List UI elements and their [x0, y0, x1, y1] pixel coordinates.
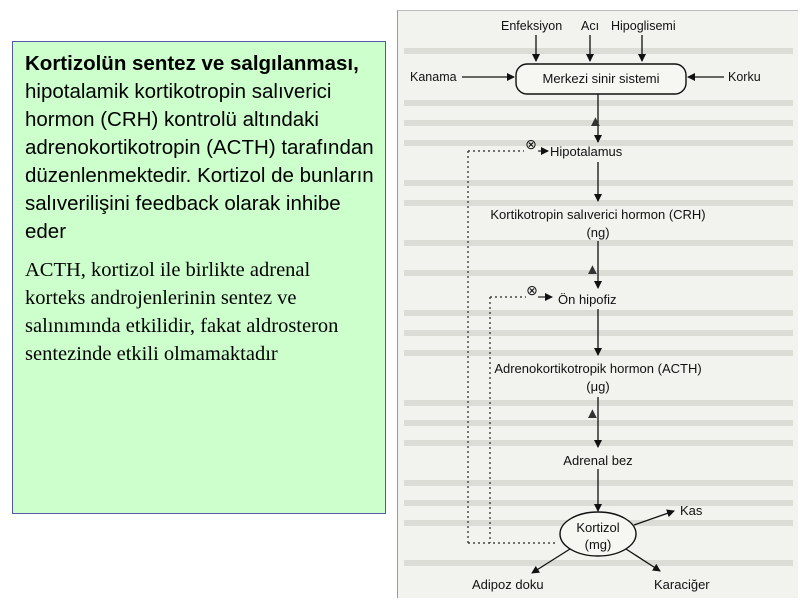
target-arrows	[531, 509, 675, 574]
target-adipose: Adipoz doku	[472, 577, 544, 592]
pituitary-label: Ön hipofiz	[558, 292, 617, 307]
paragraph-regulation: Kortizolün sentez ve salgılanması, hipot…	[25, 50, 375, 246]
hpa-axis-diagram-svg: Enfeksiyon Acı Hipoglisemi Kanama Korku …	[404, 19, 793, 592]
stimulate-triangle-1: ▲	[588, 113, 603, 130]
adrenal-label: Adrenal bez	[563, 453, 632, 468]
cortisol-ellipse	[559, 511, 637, 557]
cns-box	[515, 63, 687, 95]
acth-label: Adrenokortikotropik hormon (ACTH)	[494, 361, 701, 376]
stimulate-triangle-3: ▲	[585, 405, 600, 422]
explanation-text-box: Kortizolün sentez ve salgılanması, hipot…	[12, 41, 386, 514]
target-liver: Karaciğer	[654, 577, 710, 592]
cortisol-unit: (mg)	[585, 537, 612, 552]
input-infection: Enfeksiyon	[501, 19, 562, 33]
hpa-axis-diagram: Enfeksiyon Acı Hipoglisemi Kanama Korku …	[397, 10, 798, 598]
target-muscle: Kas	[680, 503, 703, 518]
input-hypoglycemia: Hipoglisemi	[611, 19, 676, 33]
input-bleeding: Kanama	[410, 70, 457, 84]
crh-unit: (ng)	[586, 225, 609, 240]
input-pain: Acı	[581, 19, 599, 33]
input-arrows	[462, 35, 724, 81]
inhibit-symbol-hypothalamus: ⊗	[525, 136, 537, 152]
cns-label: Merkezi sinir sistemi	[542, 71, 659, 86]
paragraph-acth-androgen: ACTH, kortizol ile birlikte adrenal kort…	[25, 259, 339, 365]
feedback-lines	[467, 150, 558, 544]
acth-unit: (μg)	[586, 379, 609, 394]
feedback-arrowheads	[538, 147, 553, 301]
paragraph-regulation-heading: Kortizolün sentez ve salgılanması,	[25, 52, 359, 75]
crh-label: Kortikotropin salıverici hormon (CRH)	[490, 207, 705, 222]
input-fear: Korku	[728, 70, 761, 84]
inhibit-symbol-pituitary: ⊗	[526, 282, 538, 298]
paragraph-regulation-body: hipotalamik kortikotropin salıverici hor…	[25, 80, 374, 243]
cortisol-label: Kortizol	[576, 520, 619, 535]
stimulate-triangle-2: ▲	[585, 261, 600, 278]
hypothalamus-label: Hipotalamus	[550, 144, 623, 159]
